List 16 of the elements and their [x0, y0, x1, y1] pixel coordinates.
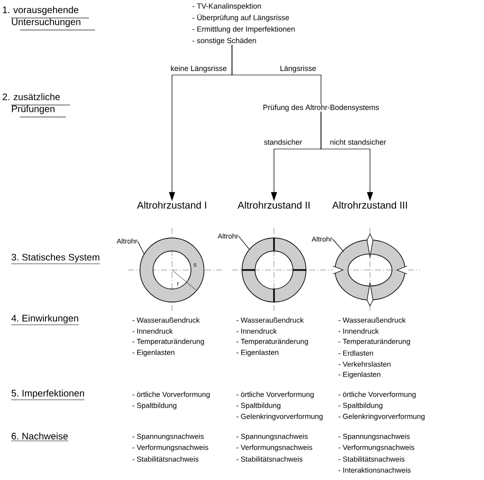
section-heading: 6. Nachweise [11, 432, 68, 442]
pipe-cross-section-drawing [242, 238, 306, 302]
state-heading: Altrohrzustand II [238, 201, 310, 209]
state-heading: Altrohrzustand I [137, 201, 206, 209]
leader-line [137, 240, 144, 254]
section-heading: 5. Imperfektionen [11, 390, 85, 400]
leader-line [332, 238, 344, 252]
section-heading: 4. Einwirkungen [11, 314, 79, 326]
section-heading: 3. Statisches System [11, 254, 100, 264]
pipe-cross-section-drawing [332, 233, 408, 307]
pipe-cross-section-drawing [140, 238, 204, 302]
leader-line [238, 236, 250, 250]
connector-line [232, 44, 322, 105]
state-heading: Altrohrzustand III [332, 201, 407, 209]
section-heading: 1. vorausgehende Untersuchungen [2, 6, 96, 30]
section-heading: 2. zusätzliche Prüfungen [2, 93, 70, 118]
